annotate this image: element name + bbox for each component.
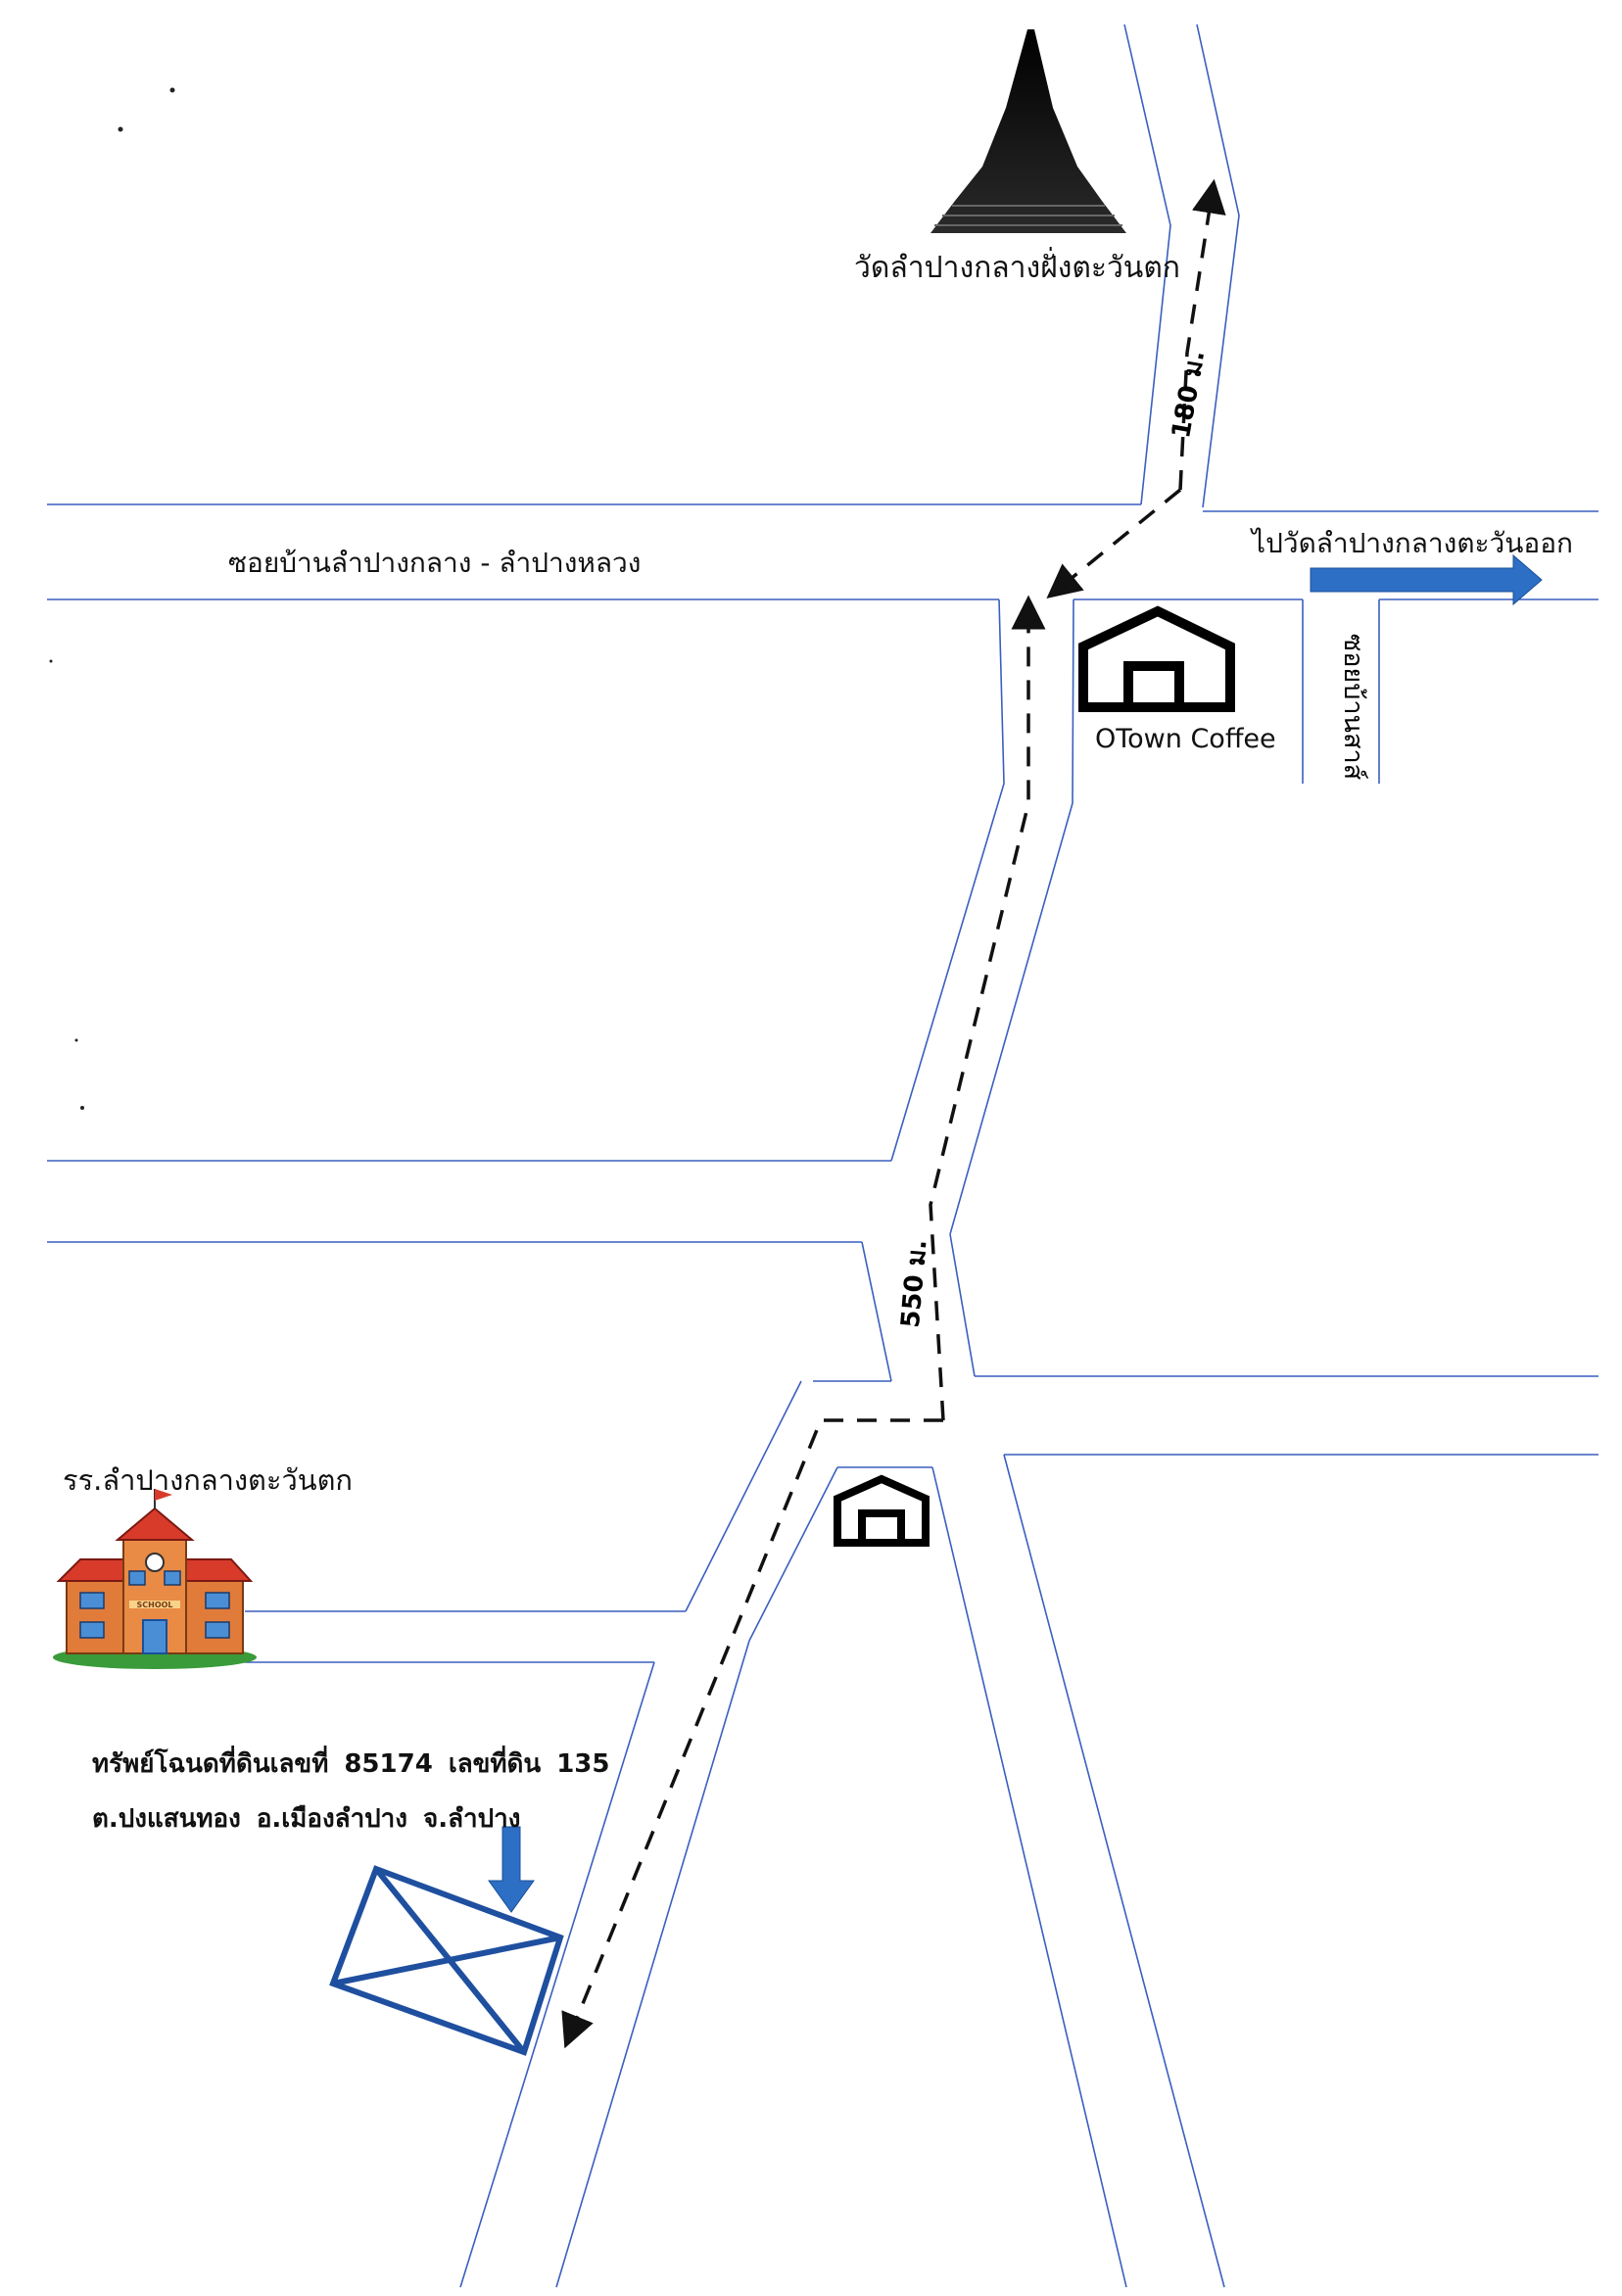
- subdistrict: ต.ปงแสนทอง: [92, 1804, 241, 1834]
- road-junction-west: [861, 1241, 892, 1382]
- deed-number: 85174: [344, 1749, 433, 1779]
- road-south-east-a: [931, 1466, 1127, 2288]
- road-north-west-edge: [1123, 24, 1171, 505]
- road-middle-west-edge: [890, 598, 1005, 1162]
- road-south-east-b: [1003, 1454, 1225, 2288]
- down-arrow-icon: [488, 1826, 535, 1913]
- route-segment-to-soi: [1046, 488, 1182, 599]
- deed-line-2: ต.ปงแสนทอง อ.เมืองลำปาง จ.ลำปาง: [92, 1798, 536, 1839]
- deed-title: ทรัพย์โฉนดที่ดินเลขที่: [92, 1749, 329, 1779]
- school-building-icon: SCHOOL: [53, 1489, 257, 1669]
- road-south-inner-west: [748, 1466, 838, 1642]
- road-south-west-edge: [459, 1661, 655, 2288]
- cafe-house-icon: [1078, 605, 1235, 712]
- land-plot-icon: [329, 1865, 564, 2056]
- route-segment-north: [1178, 178, 1226, 491]
- scan-specks: [49, 87, 175, 1110]
- distance-south-label: 550 ม.: [895, 1238, 933, 1329]
- route-segment-middle: [929, 595, 1046, 1421]
- junction-house-icon: [834, 1474, 930, 1547]
- route-path: [561, 178, 1226, 2049]
- main-soi-label: ซอยบ้านลำปางกลาง - ลำปางหลวง: [228, 547, 642, 579]
- province: จ.ลำปาง: [422, 1804, 521, 1834]
- district: อ.เมืองลำปาง: [256, 1804, 407, 1834]
- road-network: [47, 24, 1598, 2288]
- temple-stupa-icon: [930, 29, 1126, 233]
- route-segment-junction: [561, 1418, 943, 2049]
- temple-label: วัดลำปางกลางฝั่งตะวันตก: [854, 251, 1180, 285]
- road-junction-east: [949, 1233, 976, 1377]
- road-north-east-edge: [1196, 24, 1240, 508]
- road-south-mid-edge: [555, 1640, 750, 2288]
- deed-line-1: ทรัพย์โฉนดที่ดินเลขที่ 85174 เลขที่ดิน 135: [92, 1744, 625, 1784]
- east-arrow-icon: [1310, 553, 1543, 606]
- road-middle-east-edge: [949, 598, 1074, 1235]
- east-temple-label: ไปวัดลำปางกลางตะวันออก: [1252, 527, 1573, 559]
- land-number: 135: [556, 1749, 610, 1779]
- school-sign-text: SCHOOL: [136, 1601, 172, 1609]
- road-south-outer-west: [685, 1380, 802, 1612]
- land-number-label: เลขที่ดิน: [448, 1749, 542, 1779]
- school-label: รร.ลำปางกลางตะวันตก: [63, 1463, 353, 1497]
- cafe-label: OTown Coffee: [1095, 724, 1276, 754]
- side-soi-label: ซอยบ้านสาส์: [1338, 633, 1369, 781]
